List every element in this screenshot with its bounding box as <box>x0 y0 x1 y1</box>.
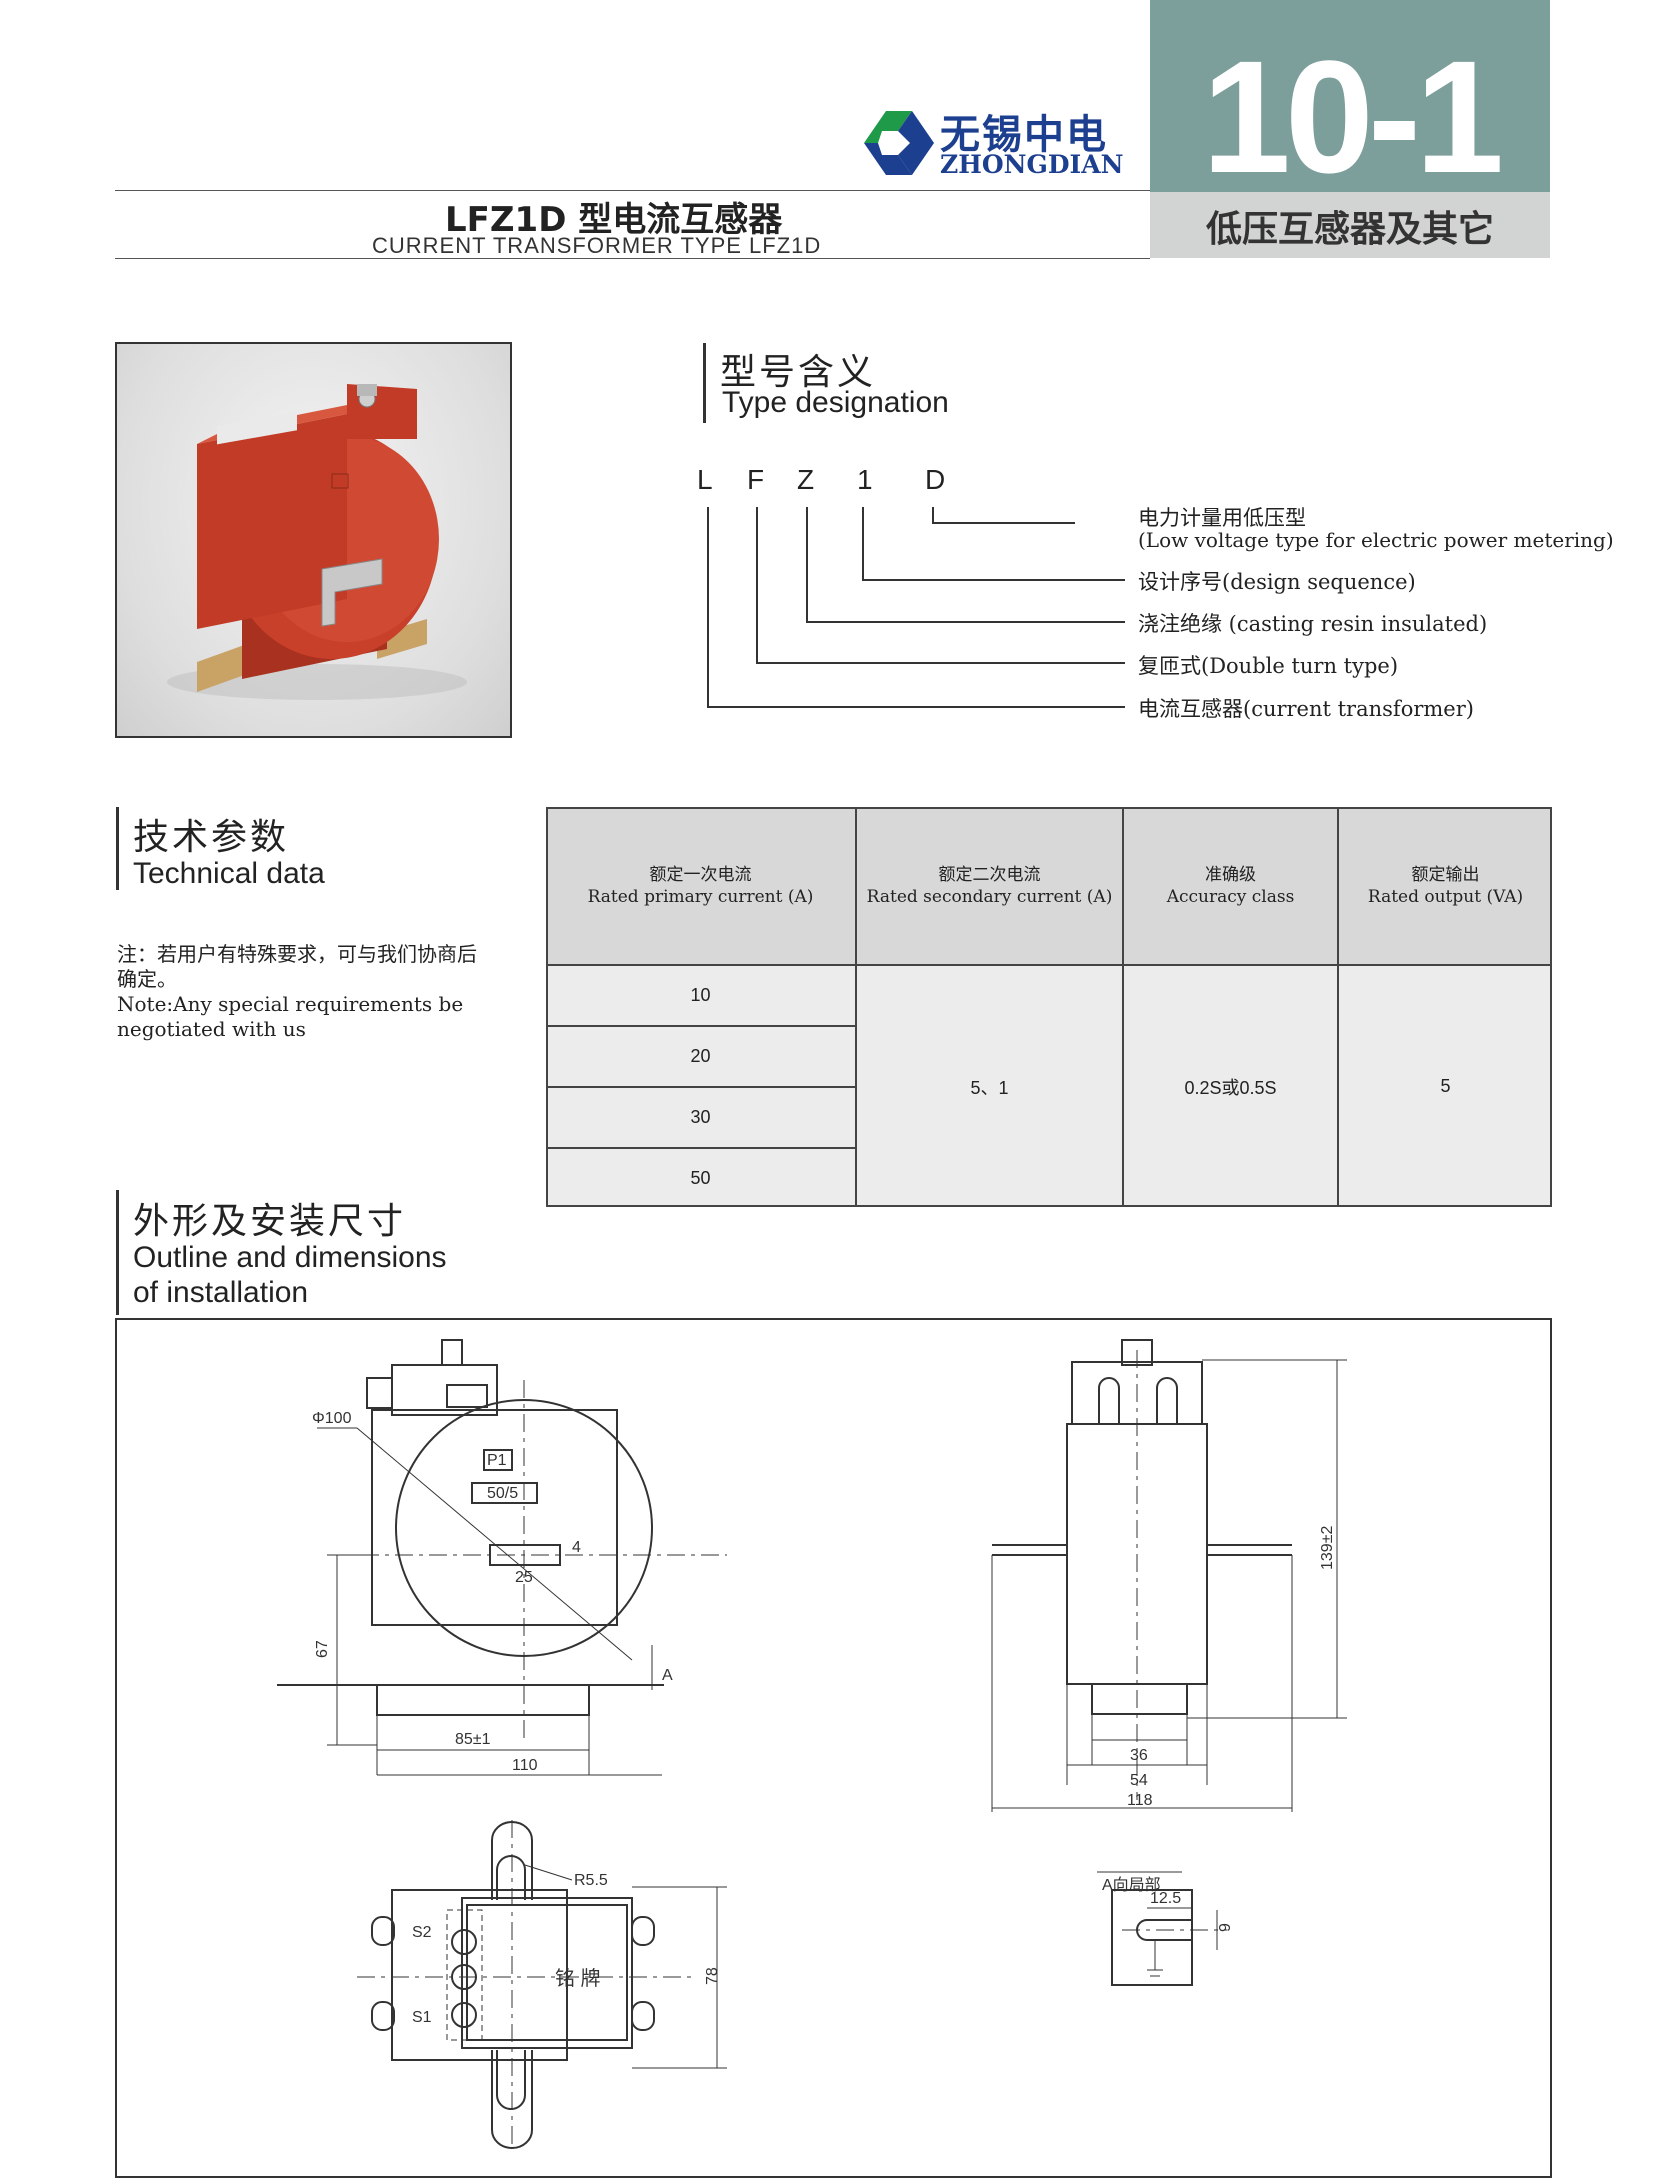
product-photo <box>115 342 512 738</box>
nameplate-label: 铭 牌 <box>555 1967 601 1990</box>
note-chinese: 注：若用户有特殊要求，可与我们协商后确定。 <box>117 942 477 991</box>
dim-9: 9 <box>1217 1923 1234 1932</box>
dim-118: 118 <box>1127 1792 1153 1809</box>
table-header-primary: 额定一次电流 Rated primary current (A) <box>546 807 855 964</box>
note-english: Note:Any special requirements be negotia… <box>117 992 464 1041</box>
table-header-secondary: 额定二次电流 Rated secondary current (A) <box>857 807 1122 964</box>
zhongdian-logo-icon <box>864 111 934 175</box>
technical-heading-english: Technical data <box>133 857 325 890</box>
outline-drawing-frame: Φ100 P1 50/5 4 25 67 A 85±1 110 139±2 36… <box>115 1318 1552 2178</box>
designation-item-d-cn: 电力计量用低压型 <box>1138 506 1306 530</box>
dim-85: 85±1 <box>455 1731 491 1748</box>
dim-36: 36 <box>1130 1747 1148 1764</box>
header-top-rule <box>115 190 1150 191</box>
page-title-chinese: LFZ1D 型电流互感器 <box>445 200 783 240</box>
dim-139: 139±2 <box>1319 1526 1336 1570</box>
designation-letter-d: D <box>925 464 946 495</box>
designation-heading-bar <box>703 343 706 423</box>
table-header-accuracy: 准确级 Accuracy class <box>1124 807 1337 964</box>
table-cell-accuracy: 0.2S或0.5S <box>1124 966 1337 1207</box>
designation-letter-f: F <box>747 464 765 495</box>
outline-heading-english-2: of installation <box>133 1276 309 1309</box>
designation-item-f: 复匝式(Double turn type) <box>1138 654 1399 678</box>
dim-r5-5: R5.5 <box>574 1872 608 1889</box>
terminal-s2-label: S2 <box>412 1924 432 1941</box>
table-cell-secondary: 5、1 <box>857 966 1122 1207</box>
designation-letter-l: L <box>697 464 713 495</box>
view-a-arrow-label: A <box>662 1667 673 1684</box>
table-cell-output: 5 <box>1339 966 1552 1207</box>
designation-item-l: 电流互感器(current transformer) <box>1138 697 1474 721</box>
page-title-english: CURRENT TRANSFORMER TYPE LFZ1D <box>372 233 822 258</box>
designation-item-1: 设计序号(design sequence) <box>1138 570 1416 594</box>
table-cell-primary: 10 <box>546 966 855 1025</box>
section-code: 10-1 <box>1201 27 1504 206</box>
logo-chinese-name: 无锡中电 <box>940 112 1108 158</box>
logo-english-name: ZHONGDIAN <box>940 150 1124 179</box>
table-cell-primary: 20 <box>546 1027 855 1086</box>
designation-item-d-en: (Low voltage type for electric power met… <box>1138 528 1614 552</box>
table-grid-lines <box>546 807 1552 1207</box>
dim-12-5: 12.5 <box>1150 1890 1181 1907</box>
terminal-s1-label: S1 <box>412 2009 432 2026</box>
technical-heading-chinese: 技术参数 <box>133 817 290 858</box>
dim-25: 25 <box>515 1569 533 1586</box>
designation-letter-1: 1 <box>857 464 873 495</box>
view-a-title: A向局部 <box>1102 1876 1161 1894</box>
special-requirements-note: 注：若用户有特殊要求，可与我们协商后确定。 Note:Any special r… <box>117 942 487 1042</box>
section-name-box <box>1150 192 1550 258</box>
dim-67: 67 <box>314 1640 331 1658</box>
dim-phi-100: Φ100 <box>312 1410 352 1427</box>
outline-heading-chinese: 外形及安装尺寸 <box>133 1201 407 1242</box>
outline-heading-bar <box>116 1190 119 1315</box>
dim-78: 78 <box>704 1967 721 1985</box>
table-cell-primary: 30 <box>546 1088 855 1147</box>
technical-data-table: 额定一次电流 Rated primary current (A) 额定二次电流 … <box>546 807 1552 1207</box>
ratio-label: 50/5 <box>487 1485 518 1502</box>
dim-110: 110 <box>512 1757 538 1774</box>
terminal-p1-label: P1 <box>487 1452 507 1469</box>
designation-heading-chinese: 型号含义 <box>720 352 877 393</box>
designation-heading-english: Type designation <box>722 386 949 419</box>
designation-leader-lines <box>707 507 1125 708</box>
section-code-box <box>1150 0 1550 192</box>
dim-4: 4 <box>572 1539 581 1556</box>
current-transformer-illustration <box>167 384 467 700</box>
designation-letter-z: Z <box>797 464 815 495</box>
dimension-drawing: Φ100 P1 50/5 4 25 67 A 85±1 110 139±2 36… <box>277 1339 1347 2150</box>
designation-item-z: 浇注绝缘 (casting resin insulated) <box>1138 612 1488 636</box>
header-bottom-rule <box>115 258 1150 259</box>
dim-54: 54 <box>1130 1772 1148 1789</box>
table-cell-primary: 50 <box>546 1149 855 1207</box>
technical-heading-bar <box>116 807 119 890</box>
outline-heading-english-1: Outline and dimensions <box>133 1241 447 1274</box>
section-name: 低压互感器及其它 <box>1205 209 1494 250</box>
table-header-output: 额定输出 Rated output (VA) <box>1339 807 1552 964</box>
